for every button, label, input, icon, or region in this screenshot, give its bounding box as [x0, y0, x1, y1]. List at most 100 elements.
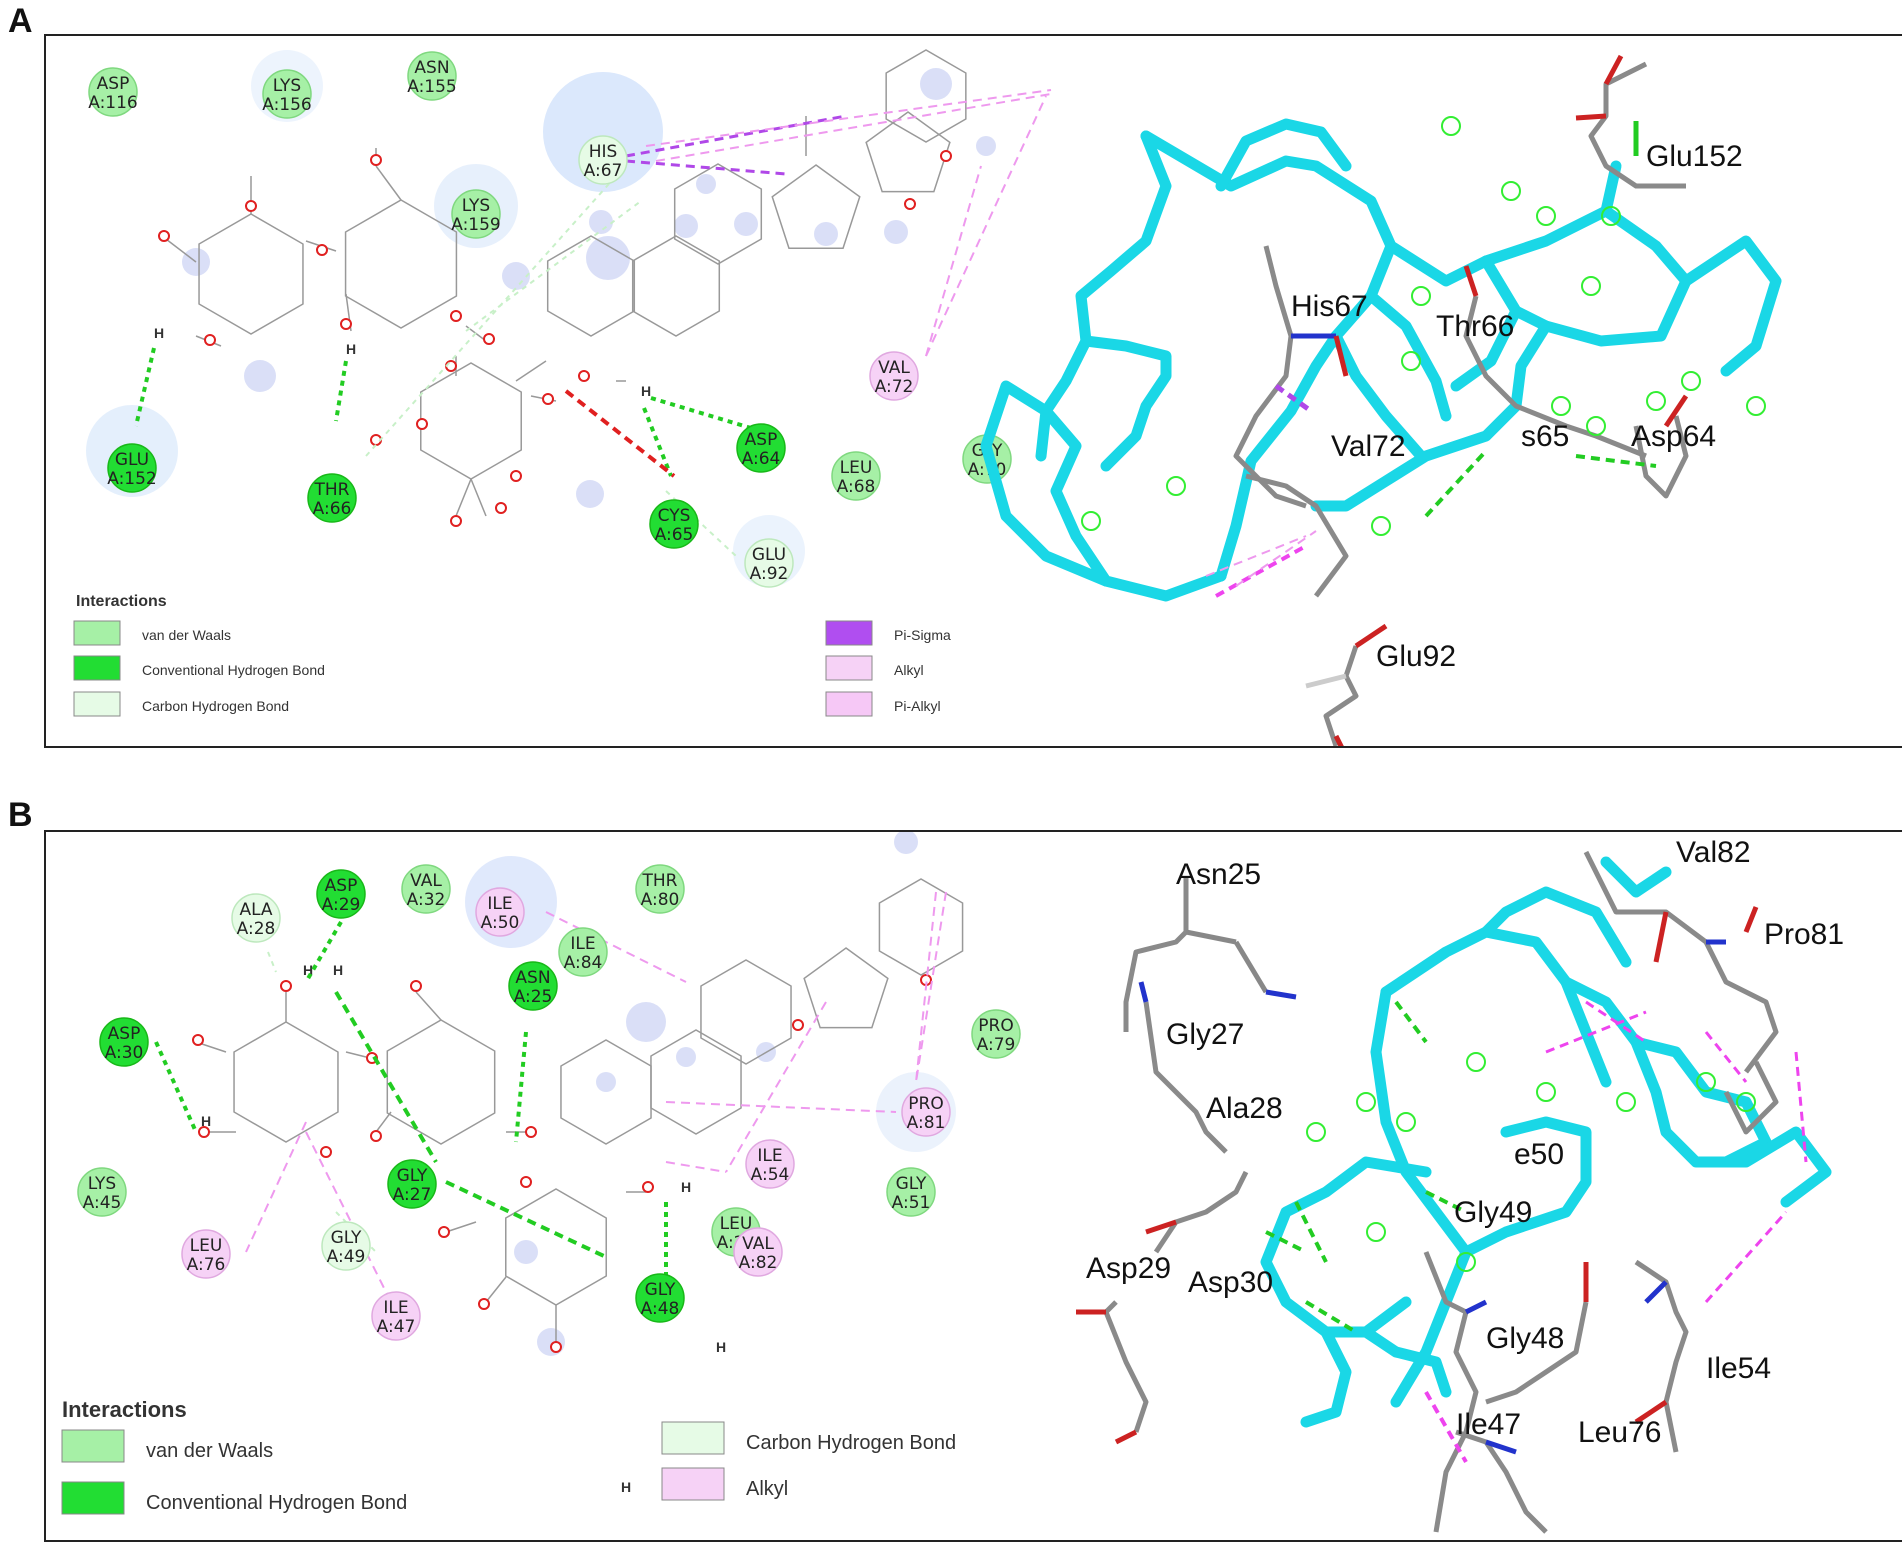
- bond: [1233, 940, 1269, 994]
- legend-label: Conventional Hydrogen Bond: [146, 1492, 407, 1514]
- legend-label: van der Waals: [142, 627, 231, 643]
- solvent-halo: [696, 174, 716, 194]
- ring: [344, 199, 458, 329]
- residue-name: GLU: [115, 450, 149, 470]
- alkyl-3d: [1424, 1391, 1468, 1463]
- residue-3d-label: Thr66: [1436, 310, 1514, 343]
- oxygen-atom: [642, 1181, 654, 1193]
- residue-name: GLY: [896, 1174, 927, 1194]
- residue-disc: [733, 1227, 783, 1277]
- hbond-marker: [1366, 1222, 1386, 1242]
- residue-name: ILE: [757, 1146, 782, 1166]
- ligand-stick: [1360, 1326, 1452, 1398]
- hbond-marker: [1681, 371, 1701, 391]
- ligand-stick: [1385, 240, 1522, 392]
- hydrogen-atom: H: [154, 325, 164, 341]
- residue-chain: A:82: [739, 1253, 778, 1273]
- oxygen-atom: [904, 198, 916, 210]
- residue-disc: [321, 1221, 371, 1271]
- residue-chain: A:67: [584, 161, 623, 181]
- bond: [375, 1111, 392, 1133]
- hbond-marker: [1746, 396, 1766, 416]
- hbond-marker: [1616, 1092, 1636, 1112]
- carbon-hbond-line: [465, 200, 642, 332]
- residue-name: VAL: [742, 1234, 774, 1254]
- nitrogen-bond: [1464, 1299, 1488, 1315]
- ligand-stick: [1480, 886, 1632, 968]
- residue-ala28: [1153, 1170, 1249, 1254]
- oxygen-atom: [316, 244, 328, 256]
- ligand-stick: [1365, 290, 1452, 422]
- hbond-marker: [1581, 276, 1601, 296]
- residue-chain: A:27: [393, 1185, 432, 1205]
- hydrogen-atom: H: [621, 1479, 631, 1495]
- residue-chain: A:45: [83, 1193, 122, 1213]
- bond: [455, 478, 472, 517]
- ligand-stick: [1380, 926, 1612, 1088]
- residue-disc: [744, 538, 794, 588]
- panel-a-drawing: HHHASPA:116LYSA:156ASNA:155HISA:67LYSA:1…: [73, 49, 1782, 746]
- alkyl-3d: [1704, 1031, 1748, 1083]
- residue-disc: [316, 869, 366, 919]
- hbond-marker: [1536, 1082, 1556, 1102]
- residue-disc: [649, 499, 699, 549]
- hbond-marker: [1356, 1092, 1376, 1112]
- legend-label: Pi-Sigma: [894, 627, 951, 643]
- residue-disc: [231, 893, 281, 943]
- residue-name: VAL: [410, 871, 442, 891]
- residue-3d-label: Asn25: [1176, 858, 1261, 891]
- residue-chain: A:54: [751, 1165, 790, 1185]
- residue-disc: [307, 473, 357, 523]
- oxygen-atom: [416, 418, 428, 430]
- residue-chain: A:76: [187, 1255, 226, 1275]
- residue-3d-label: Val82: [1676, 836, 1751, 869]
- hbond-marker: [1166, 476, 1186, 496]
- solvent-halo: [894, 832, 918, 854]
- legend-swatch-pialkyl: [825, 691, 873, 717]
- alkyl-line: [915, 891, 937, 1083]
- oxygen-bond: [1114, 1429, 1138, 1445]
- alkyl-line: [925, 165, 982, 357]
- legend-swatch-alkyl: [661, 1467, 725, 1501]
- residue-gly49: [1423, 1251, 1479, 1533]
- legend-label: van der Waals: [146, 1440, 273, 1462]
- residue-3d-label: Glu152: [1646, 140, 1743, 173]
- ligand-stick: [1460, 1116, 1592, 1258]
- hydrogen-atom: H: [333, 962, 343, 978]
- residue-name: ASP: [745, 430, 778, 450]
- hbond-marker: [1501, 181, 1521, 201]
- residue-gly48: [1485, 1301, 1589, 1405]
- residue-name: CYS: [658, 506, 691, 526]
- residue-chain: A:79: [977, 1035, 1016, 1055]
- residue-3d-label: His67: [1291, 290, 1368, 323]
- solvent-halo: [502, 262, 530, 290]
- bond: [515, 360, 547, 382]
- residue-name: GLU: [752, 545, 786, 565]
- residue-name: ILE: [570, 934, 595, 954]
- residue-his67: [1233, 245, 1307, 509]
- legend-swatch-vdw: [61, 1429, 125, 1463]
- alkyl-3d: [1704, 1211, 1788, 1303]
- alkyl-line: [655, 93, 1052, 162]
- hbond-marker: [1646, 391, 1666, 411]
- solvent-halo: [814, 222, 838, 246]
- residue-name: ASN: [414, 58, 449, 78]
- ring-5: [771, 164, 861, 249]
- legend-title: Interactions: [76, 593, 167, 610]
- residue-disc: [635, 1273, 685, 1323]
- residue-chain: A:51: [892, 1193, 931, 1213]
- hbond-line: [514, 1031, 528, 1143]
- alkyl-3d: [1585, 1000, 1647, 1044]
